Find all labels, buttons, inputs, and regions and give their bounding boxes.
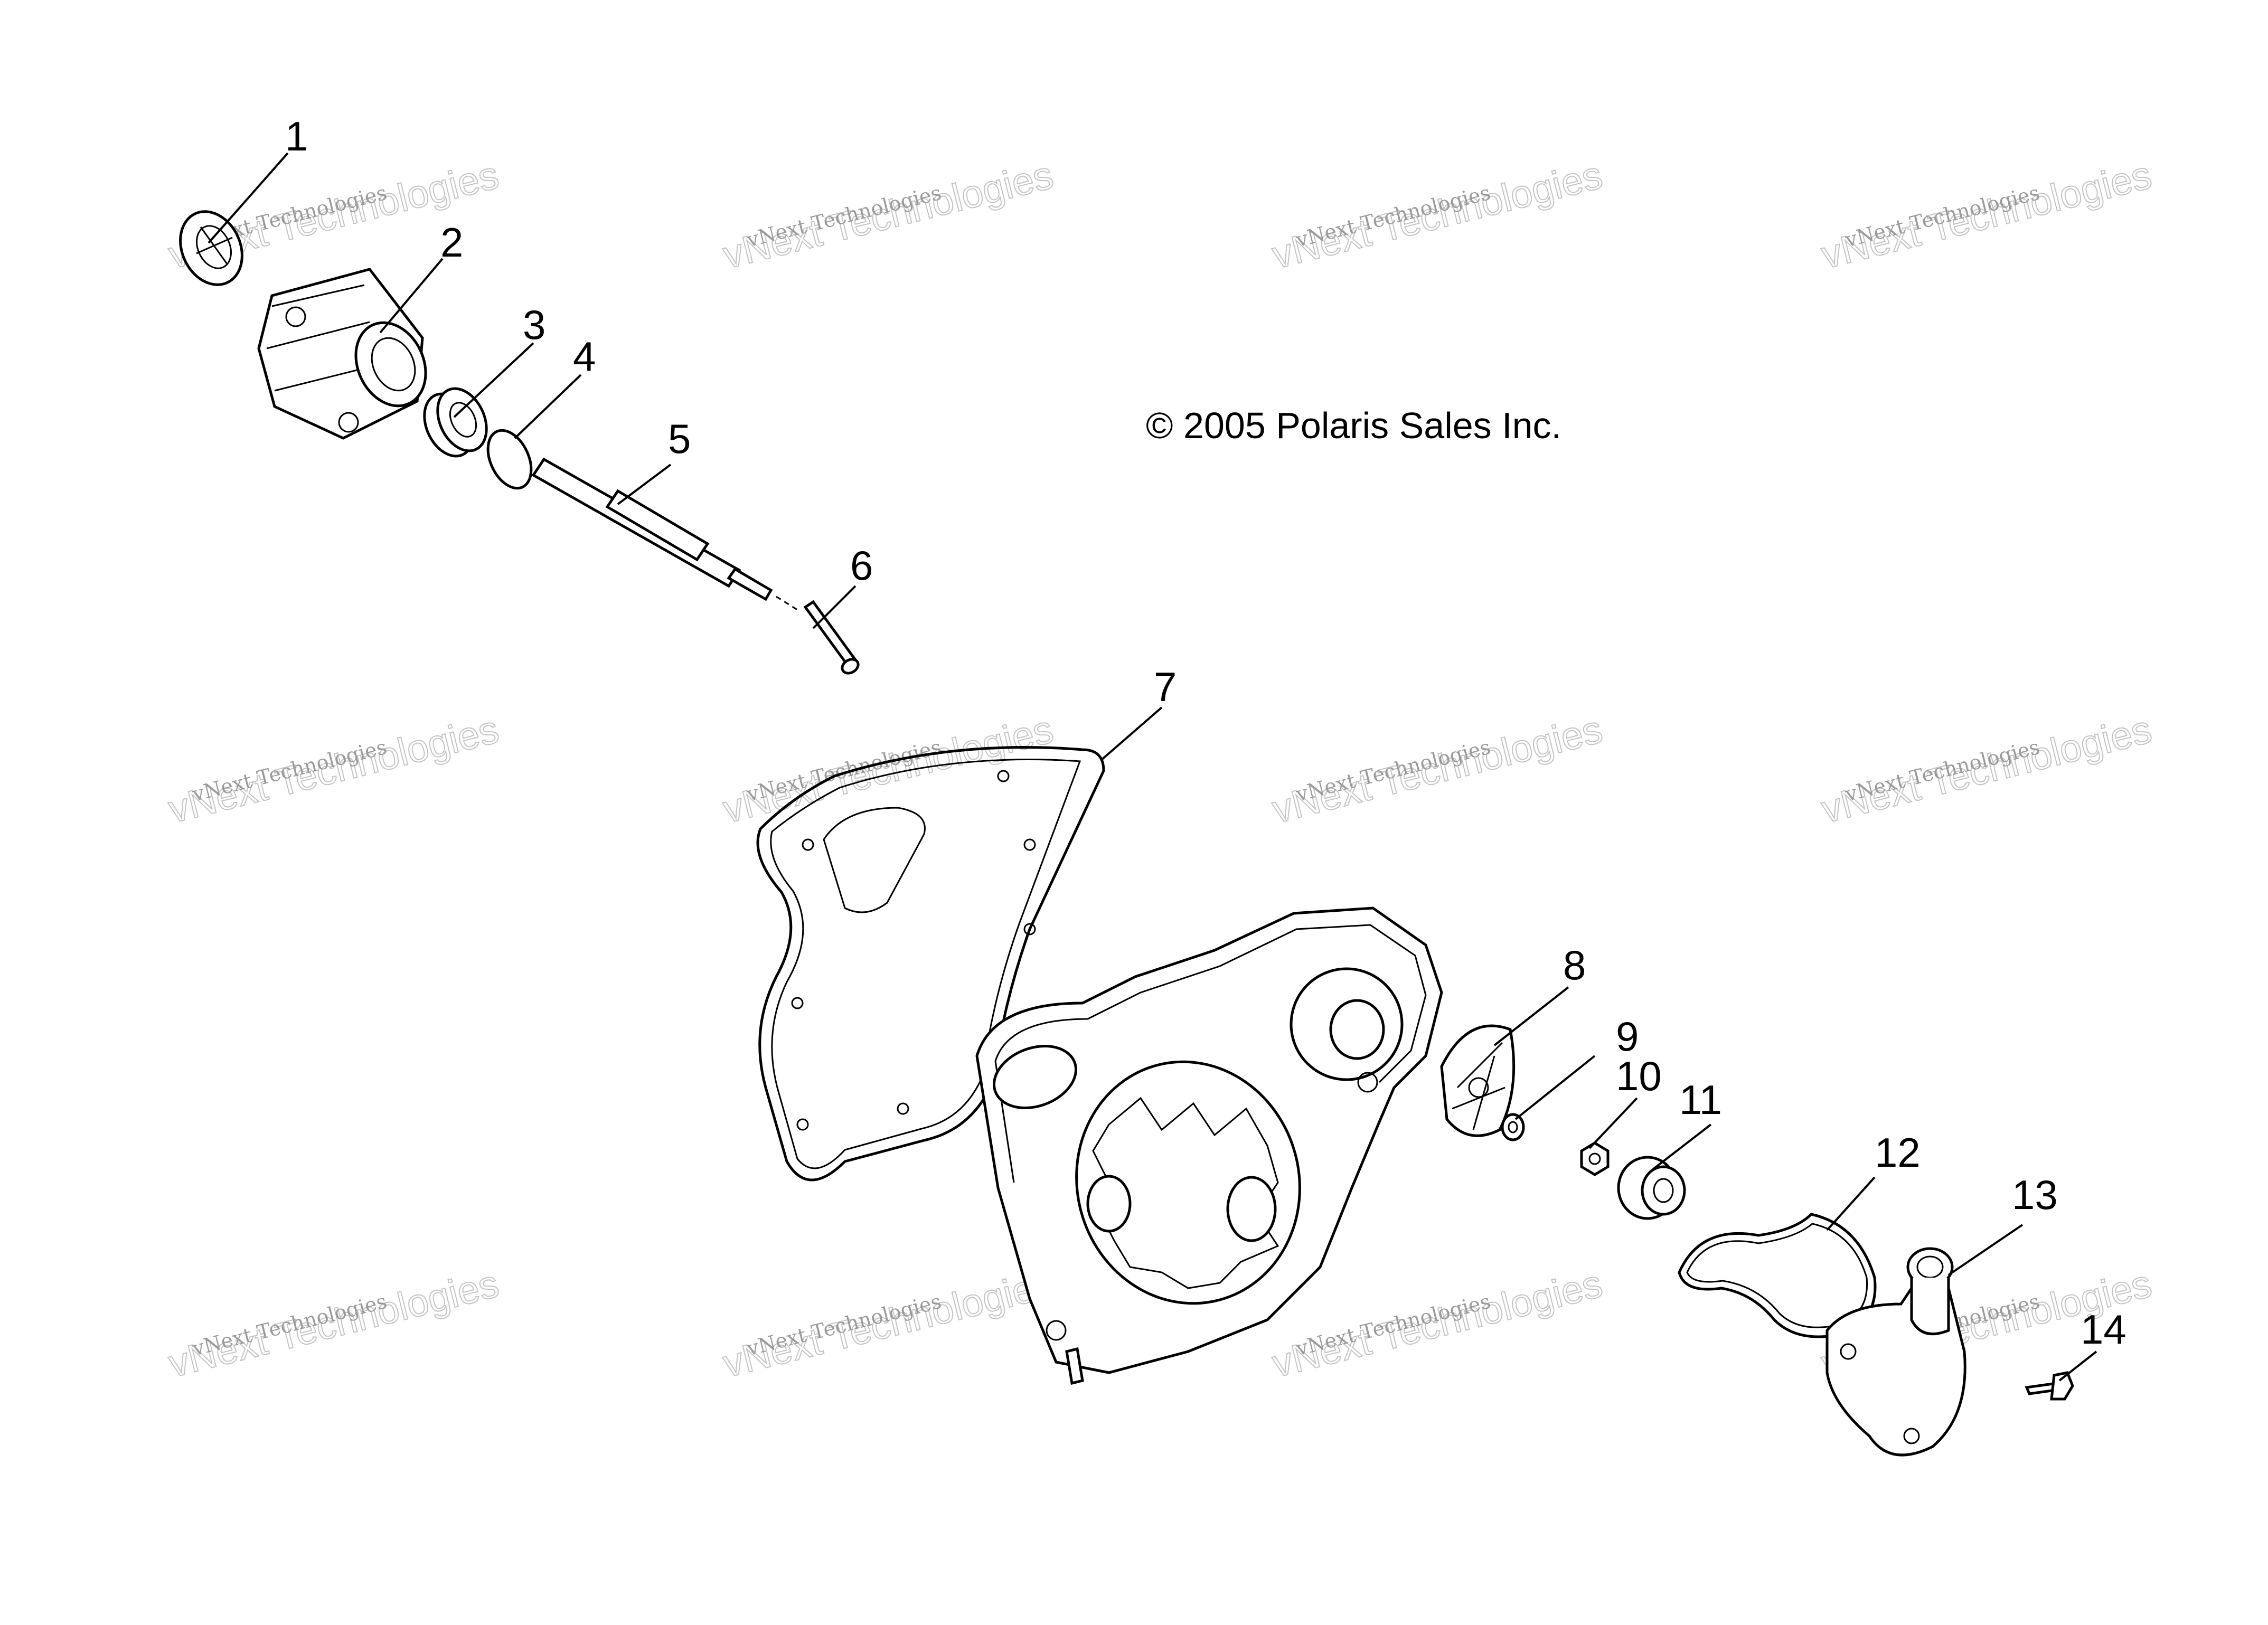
part-6-pin	[776, 596, 860, 675]
callout-7: 7	[1154, 664, 1177, 710]
leader-lines	[208, 152, 2097, 1382]
part-7-cover-gasket	[756, 746, 1105, 1182]
part-8-impeller	[1440, 1024, 1516, 1137]
callout-5: 5	[668, 415, 691, 462]
callout-12: 12	[1875, 1129, 1921, 1176]
callout-13: 13	[2012, 1171, 2058, 1218]
callout-8: 8	[1563, 942, 1586, 988]
part-5-shaft	[531, 457, 773, 601]
callout-2: 2	[440, 219, 463, 266]
part-1-gear-cap	[179, 210, 243, 286]
part-4-snap-ring	[486, 429, 533, 490]
callout-14: 14	[2081, 1306, 2126, 1353]
callout-3: 3	[523, 301, 545, 348]
crankcase-cover-assembly	[975, 906, 1443, 1385]
callout-4: 4	[573, 333, 596, 380]
part-9-washer	[1501, 1113, 1525, 1141]
copyright-text: © 2005 Polaris Sales Inc.	[1146, 405, 1561, 446]
part-3-bearing	[423, 387, 488, 458]
callout-6: 6	[850, 542, 873, 589]
part-2-pump-housing	[257, 268, 427, 440]
part-13-pump-cover	[1825, 1247, 1966, 1457]
callout-labels: 1 2 3 4 5 6 7 8 9 10 11 12 13 14	[285, 113, 2126, 1353]
callout-9: 9	[1616, 1013, 1639, 1060]
part-14-bolt	[2025, 1371, 2074, 1401]
part-11-seal	[1617, 1156, 1686, 1220]
callout-10: 10	[1616, 1053, 1662, 1099]
callout-1: 1	[285, 113, 308, 159]
callout-11: 11	[1679, 1076, 1722, 1123]
part-10-nut	[1580, 1141, 1610, 1176]
